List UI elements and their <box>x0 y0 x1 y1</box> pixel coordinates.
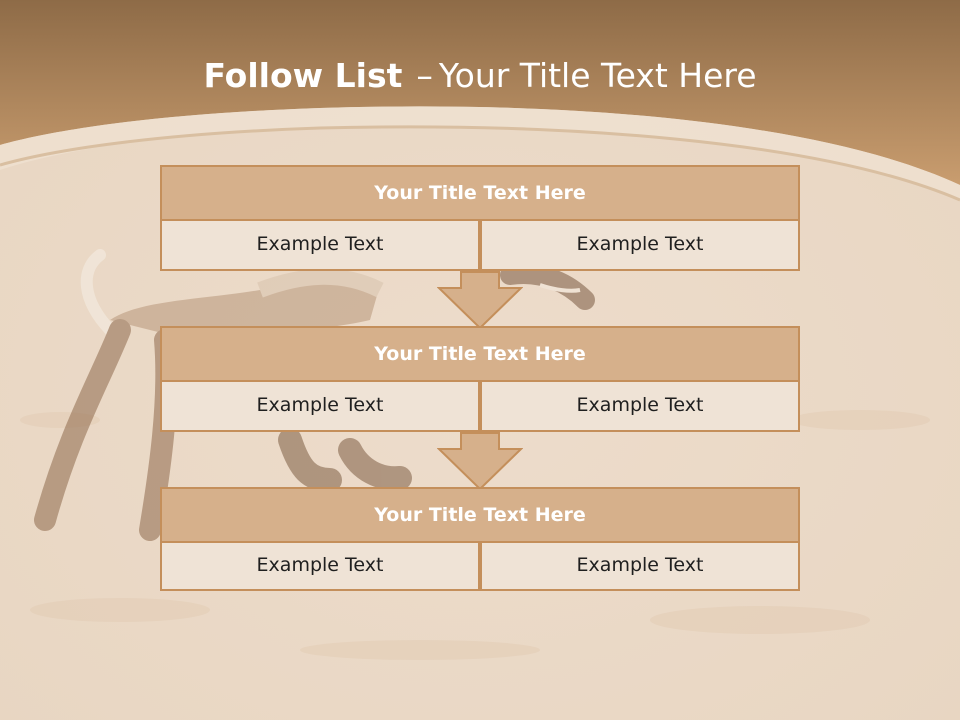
block-title: Your Title Text Here <box>160 487 800 543</box>
faded-dog-image <box>34 249 595 541</box>
block-title: Your Title Text Here <box>160 165 800 221</box>
title-rest-text: Your Title Text Here <box>438 56 757 95</box>
slide-title: Follow List–Your Title Text Here <box>0 52 960 100</box>
block-left-cell: Example Text <box>160 382 480 432</box>
block-right-cell: Example Text <box>480 543 800 591</box>
block-left-cell: Example Text <box>160 221 480 271</box>
title-dash: – <box>416 56 433 95</box>
block-right-cell: Example Text <box>480 382 800 432</box>
title-bold-text: Follow List <box>203 56 403 95</box>
block-left-cell: Example Text <box>160 543 480 591</box>
block-title: Your Title Text Here <box>160 326 800 382</box>
down-arrow-icon <box>437 432 523 491</box>
block-right-cell: Example Text <box>480 221 800 271</box>
down-arrow-icon <box>437 271 523 330</box>
